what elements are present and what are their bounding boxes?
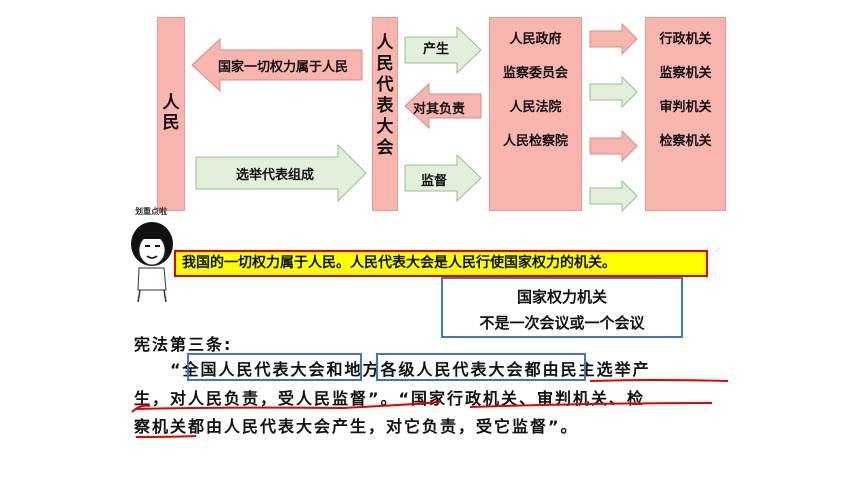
- constitution-line-1: “全国人民代表大会和地方各级人民代表大会都由民主选举产: [170, 356, 651, 380]
- constitution-line-2: 生，对人民负责，受人民监督”。“国家行政机关、审判机关、检: [134, 389, 646, 408]
- elect-arrow-label: 选举代表组成: [236, 168, 315, 183]
- key-point-highlight: 我国的一切权力属于人民。人民代表大会是人民行使国家权力的机关。: [174, 250, 708, 277]
- organ-type-supervisory: 监察机关: [659, 66, 712, 81]
- note-box: 国家权力机关 不是一次会议或一个会议: [441, 277, 683, 338]
- note-line-1: 国家权力机关: [516, 288, 607, 306]
- supervise-label: 监督: [421, 174, 448, 189]
- organ-court: 人民法院: [509, 100, 562, 115]
- democratic-election-phrase: 都由民主选举产: [524, 360, 651, 379]
- power-arrow-left: [191, 37, 363, 93]
- organ-arrow-1: [589, 22, 638, 56]
- congress-label: 人 民 代 表 大 会: [376, 33, 394, 158]
- produce-label: 产生: [423, 42, 450, 57]
- organ-type-administrative: 行政机关: [659, 32, 712, 47]
- national-congress-box: [187, 353, 362, 381]
- constitution-line-3: 察机关都由人民代表大会产生，对它负责，受它监督”。: [134, 417, 579, 436]
- produce-arrow: [404, 25, 482, 75]
- responsible-arrow: [404, 82, 482, 130]
- organ-types-box: 行政机关 监察机关 审判机关 检察机关: [645, 17, 726, 211]
- people-label: 人 民: [162, 93, 180, 133]
- people-box: 人 民: [157, 17, 185, 211]
- organ-government: 人民政府: [509, 32, 562, 47]
- power-arrow-label: 国家一切权力属于人民: [218, 60, 349, 75]
- organ-type-procuratorial: 检察机关: [659, 134, 712, 149]
- state-organs-box: 人民政府 监察委员会 人民法院 人民检察院: [489, 17, 582, 211]
- avatar: 划重点啦: [126, 206, 176, 304]
- constitution-title: 宪法第三条:: [134, 335, 233, 354]
- organ-arrow-2: [589, 75, 638, 109]
- avatar-caption: 划重点啦: [135, 207, 167, 216]
- organ-arrow-4: [589, 179, 638, 213]
- elect-arrow-right: [195, 143, 367, 203]
- organ-arrow-3: [589, 129, 638, 163]
- national-congress-phrase: “全国人民代表大会: [170, 360, 327, 379]
- cartoon-face-icon: [131, 222, 173, 303]
- responsible-label: 对其负责: [413, 102, 466, 117]
- congress-box: 人 民 代 表 大 会: [372, 17, 398, 211]
- note-line-2: 不是一次会议或一个会议: [479, 314, 645, 332]
- organ-type-judicial: 审判机关: [659, 100, 712, 115]
- local-congress-phrase: 地方各级人民代表大会: [344, 360, 525, 379]
- supervise-arrow: [404, 153, 482, 203]
- organ-procuratorate: 人民检察院: [502, 134, 568, 149]
- organ-supervision-commission: 监察委员会: [502, 66, 568, 81]
- local-congress-box: [376, 353, 586, 381]
- and-word: 和: [326, 360, 345, 379]
